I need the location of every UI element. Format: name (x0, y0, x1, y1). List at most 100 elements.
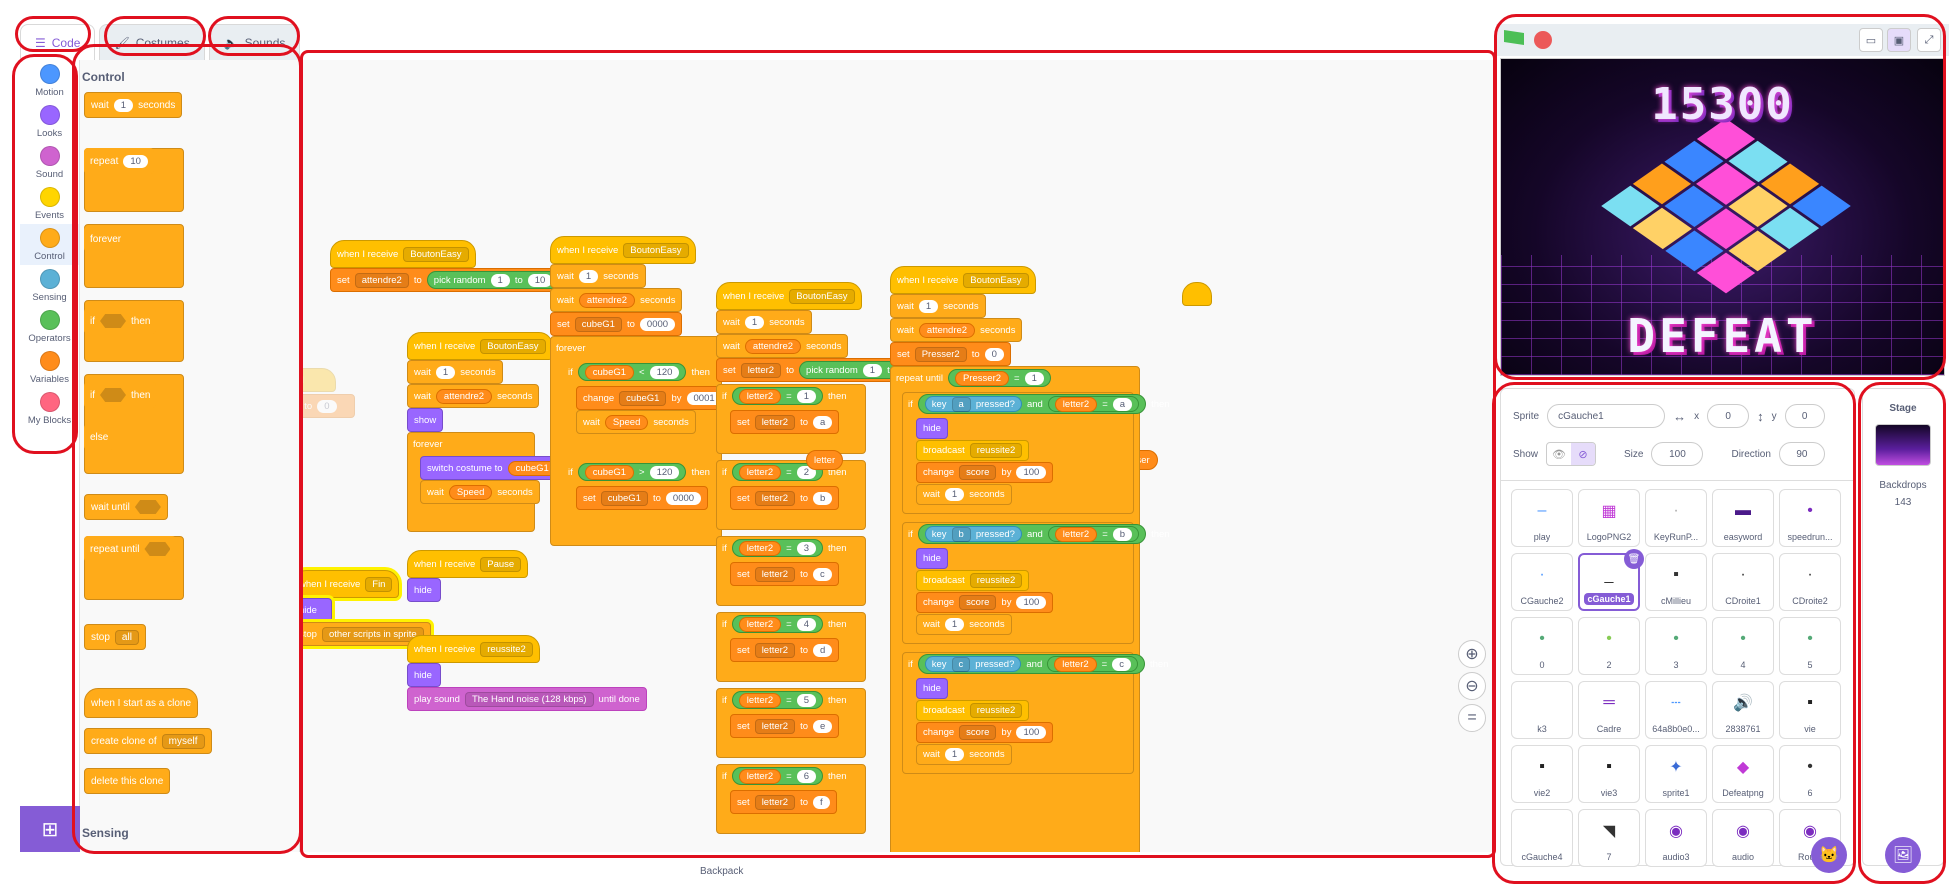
normal-stage-button[interactable]: ▣ (1887, 28, 1911, 52)
sprite-tile[interactable]: •4 (1712, 617, 1774, 675)
tab-code[interactable]: ☰Code (20, 24, 96, 60)
sprite-tile[interactable]: •speedrun... (1779, 489, 1841, 547)
green-flag-icon[interactable] (1504, 30, 1524, 45)
sprite-tile[interactable]: ═Cadre (1578, 681, 1640, 739)
hide-block[interactable]: hide (916, 418, 948, 439)
tab-costumes[interactable]: 🖌Costumes (99, 24, 205, 60)
sprite-tile[interactable]: ▪cMillieu (1645, 553, 1707, 611)
hide-block[interactable]: hide (916, 548, 948, 569)
category-sensing[interactable]: Sensing (20, 265, 79, 306)
category-operators[interactable]: Operators (20, 306, 79, 347)
sprite-tile[interactable]: ▪vie3 (1578, 745, 1640, 803)
category-looks[interactable]: Looks (20, 101, 79, 142)
add-extension-button[interactable]: ⊞ (20, 806, 80, 852)
sprite-tile[interactable]: ◉audio (1712, 809, 1774, 867)
palette-wait-until-block[interactable]: wait until (84, 494, 168, 520)
sprite-tile[interactable]: ✦sprite1 (1645, 745, 1707, 803)
sprite-tile[interactable]: 🔊2838761 (1712, 681, 1774, 739)
stop-icon[interactable] (1534, 31, 1552, 49)
category-motion[interactable]: Motion (20, 60, 79, 101)
eye-icon[interactable]: 👁 (1552, 448, 1566, 461)
hide-block[interactable]: hide (916, 678, 948, 699)
backpack-label[interactable]: Backpack (700, 866, 744, 877)
sprite-name-input[interactable]: cGauche1 (1547, 404, 1666, 428)
small-stage-button[interactable]: ▭ (1859, 28, 1883, 52)
category-events[interactable]: Events (20, 183, 79, 224)
hide-block-2[interactable]: hide (407, 578, 441, 602)
sprite-tile[interactable]: cGauche4 (1511, 809, 1573, 867)
sprite-tile[interactable]: k3 (1511, 681, 1573, 739)
zoom-out-button[interactable]: ⊖ (1458, 672, 1486, 700)
stage-selector[interactable]: Stage Backdrops 143 🖼 (1862, 388, 1944, 873)
sprite-tile[interactable]: ◥7 (1578, 809, 1640, 867)
fullscreen-button[interactable]: ⤢ (1917, 28, 1941, 52)
add-backdrop-button[interactable]: 🖼 (1885, 837, 1921, 873)
ghost-set-cube-block[interactable]: setcubeto0 (300, 394, 355, 418)
sprite-tile[interactable]: ▦LogoPNG2 (1578, 489, 1640, 547)
category-my-blocks[interactable]: My Blocks (20, 388, 79, 429)
sprite-tile[interactable]: ▬easyword (1712, 489, 1774, 547)
stage-canvas[interactable]: 15300 DEFEAT (1500, 58, 1945, 376)
sprite-tile[interactable]: ·CDroite1 (1712, 553, 1774, 611)
sprite-tile[interactable]: ▪vie2 (1511, 745, 1573, 803)
show-block[interactable]: show (407, 408, 443, 432)
sprite-tile[interactable]: ·CDroite2 (1779, 553, 1841, 611)
sprite-tile[interactable]: –play (1511, 489, 1573, 547)
sprite-tile[interactable]: _cGauche1🗑 (1578, 549, 1644, 611)
sprite-tile[interactable]: ◉audio3 (1645, 809, 1707, 867)
sprite-tile[interactable]: •0 (1511, 617, 1573, 675)
palette-clone-start-block[interactable]: when I start as a clone (84, 688, 199, 718)
sprite-tile[interactable]: •2 (1578, 617, 1640, 675)
category-variables[interactable]: Variables (20, 347, 79, 388)
sprite-tile[interactable]: •5 (1779, 617, 1841, 675)
hide-block[interactable]: hide (300, 598, 332, 622)
zoom-in-button[interactable]: ⊕ (1458, 640, 1486, 668)
direction-input[interactable]: 90 (1778, 442, 1825, 466)
zoom-reset-button[interactable]: = (1458, 704, 1486, 732)
category-sound[interactable]: Sound (20, 142, 79, 183)
add-sprite-button[interactable]: 🐱 (1811, 837, 1847, 873)
sprite-tile[interactable]: ◆Defeatpng (1712, 745, 1774, 803)
eye-slash-icon[interactable]: ⊘ (1571, 443, 1596, 465)
offscreen-hat[interactable] (1182, 282, 1212, 306)
sprite-tile[interactable]: ·CGauche2 (1511, 553, 1573, 611)
sprite-tile[interactable]: ▪vie (1779, 681, 1841, 739)
script-area[interactable]: whenclicked setcubeto0 hide when I recei… (300, 60, 1496, 852)
category-control[interactable]: Control (20, 224, 79, 265)
hide-block-3[interactable]: hide (407, 663, 441, 687)
tab-sounds[interactable]: 🔈Sounds (208, 24, 301, 60)
